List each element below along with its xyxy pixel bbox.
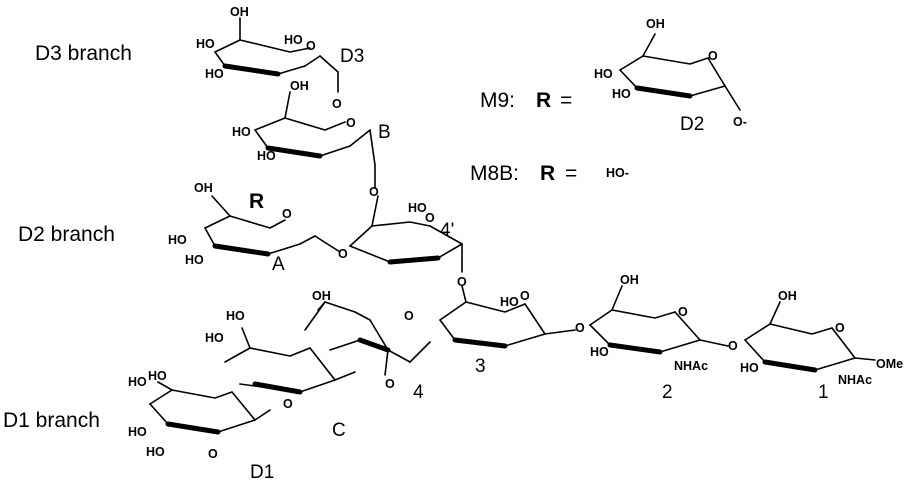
atom-o: O xyxy=(369,185,379,199)
atom-ho: HO xyxy=(196,37,215,51)
atom-oh: OH xyxy=(620,273,639,287)
atom-ho: HO xyxy=(594,67,613,81)
legend-m9-equals: = xyxy=(560,89,572,112)
atom-ho: HO xyxy=(232,125,251,139)
ring-2 xyxy=(589,285,729,355)
ring-3 xyxy=(439,285,576,349)
atom-o: O xyxy=(346,116,356,130)
atom-o: O xyxy=(520,289,530,303)
legend-m8b-label: M8B: xyxy=(470,162,519,185)
atom-ho: HO xyxy=(205,67,224,81)
ring-label-1: 1 xyxy=(818,382,829,403)
atom-o: O xyxy=(425,211,435,225)
legend-m8b-r: R xyxy=(540,162,555,185)
atom-oh: OH xyxy=(778,289,797,303)
atom-o: O xyxy=(332,97,342,111)
atom-oh: OH xyxy=(646,17,665,31)
atom-oh: OH xyxy=(312,289,331,303)
ring-label-b: B xyxy=(378,122,391,143)
label-d2-branch: D2 branch xyxy=(18,223,115,246)
atom-ho: HO xyxy=(257,149,276,163)
legend-m9-label: M9: xyxy=(480,89,515,112)
atom-ho: HO xyxy=(146,445,165,459)
atom-o: O xyxy=(338,247,348,261)
substituent-r: R xyxy=(249,190,264,213)
legend-m9-r: R xyxy=(536,89,551,112)
atom-ho: HO xyxy=(740,361,759,375)
atom-oh: OH xyxy=(230,5,249,19)
legend-d2-linkage: O- xyxy=(733,115,747,129)
atom-oh: OH xyxy=(290,79,309,93)
label-d3-branch: D3 branch xyxy=(35,42,132,65)
label-d1-branch: D1 branch xyxy=(3,409,100,432)
atom-ome: OMe xyxy=(876,357,903,371)
ring-d1 xyxy=(149,381,271,435)
ring-d3 xyxy=(214,17,339,93)
atom-o: O xyxy=(678,305,688,319)
atom-o: O xyxy=(282,207,292,221)
atom-o: O xyxy=(835,321,845,335)
ring-label-3: 3 xyxy=(475,356,486,377)
atom-nhac: NHAc xyxy=(674,359,708,373)
atom-ho: HO xyxy=(128,425,147,439)
atom-ho: HO xyxy=(284,33,303,47)
ring-c xyxy=(224,327,356,395)
atom-o: O xyxy=(708,49,718,63)
atom-oh: OH xyxy=(194,181,213,195)
ring-label-d2: D2 xyxy=(680,114,704,135)
atom-ho: HO xyxy=(168,233,187,247)
atom-o: O xyxy=(306,39,316,53)
ring-label-d3: D3 xyxy=(340,46,364,67)
atom-ho: HO xyxy=(612,87,631,101)
atom-ho: HO xyxy=(205,331,224,345)
ring-1 xyxy=(744,301,876,373)
ring-label-a: A xyxy=(272,254,285,275)
atom-o: O xyxy=(385,377,395,391)
atom-o: O xyxy=(728,339,738,353)
ring-4-prime xyxy=(349,195,463,273)
ring-label-c: C xyxy=(332,420,346,441)
ring-a xyxy=(204,195,341,257)
atom-ho: HO xyxy=(408,201,427,215)
legend-m8b-value: HO- xyxy=(606,166,629,180)
atom-ho: HO xyxy=(148,369,167,383)
ring-label-2: 2 xyxy=(662,382,673,403)
atom-o: O xyxy=(457,275,467,289)
atom-nhac: NHAc xyxy=(838,373,872,387)
ring-label-4: 4 xyxy=(413,382,424,403)
atom-o: O xyxy=(208,447,218,461)
ring-b xyxy=(254,91,376,189)
atom-ho: HO xyxy=(500,295,519,309)
atom-o: O xyxy=(283,397,293,411)
atom-ho: HO xyxy=(226,309,245,323)
ring-4 xyxy=(304,301,431,376)
ring-d2 xyxy=(619,33,741,111)
atom-ho: HO xyxy=(590,345,609,359)
ring-label-d1: D1 xyxy=(250,462,274,483)
atom-ho: HO xyxy=(185,253,204,267)
legend-m8b-equals: = xyxy=(565,162,577,185)
atom-o: O xyxy=(404,309,414,323)
ring-label-4-prime: 4' xyxy=(440,220,454,241)
atom-o: O xyxy=(575,321,585,335)
atom-ho: HO xyxy=(128,375,147,389)
